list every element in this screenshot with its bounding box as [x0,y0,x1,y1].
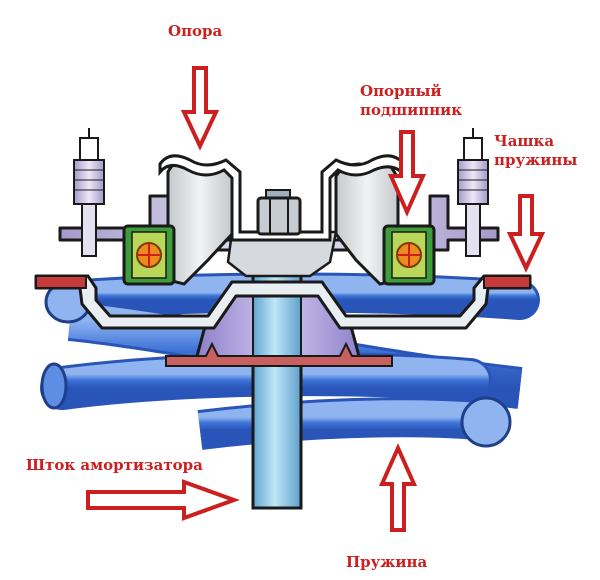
rod-nut [256,196,302,236]
arrow-support [180,66,220,151]
stud-bolt-left [73,128,105,257]
spring-coil-end-right [460,396,512,448]
arrow-spring-cup [506,194,546,273]
spring-cup-rim-left [35,275,87,289]
bump-stop-base-flange [165,341,393,367]
label-shock-rod: Шток амортизатора [26,456,203,474]
label-spring: Пружина [346,553,428,571]
arrow-bearing [387,130,427,217]
arrow-spring [378,443,418,532]
arrow-rod [86,479,240,521]
bearing-left [122,224,176,286]
spring-cup-rim-right [483,275,531,289]
stud-bolt-right [457,128,489,257]
support-body-left [166,159,234,286]
label-spring-cup: Чашка пружины [494,132,578,169]
label-support: Опора [168,22,223,40]
label-bearing: Опорный подшипник [360,82,463,119]
bearing-right [382,224,436,286]
support-inner-sleeve [226,230,338,278]
